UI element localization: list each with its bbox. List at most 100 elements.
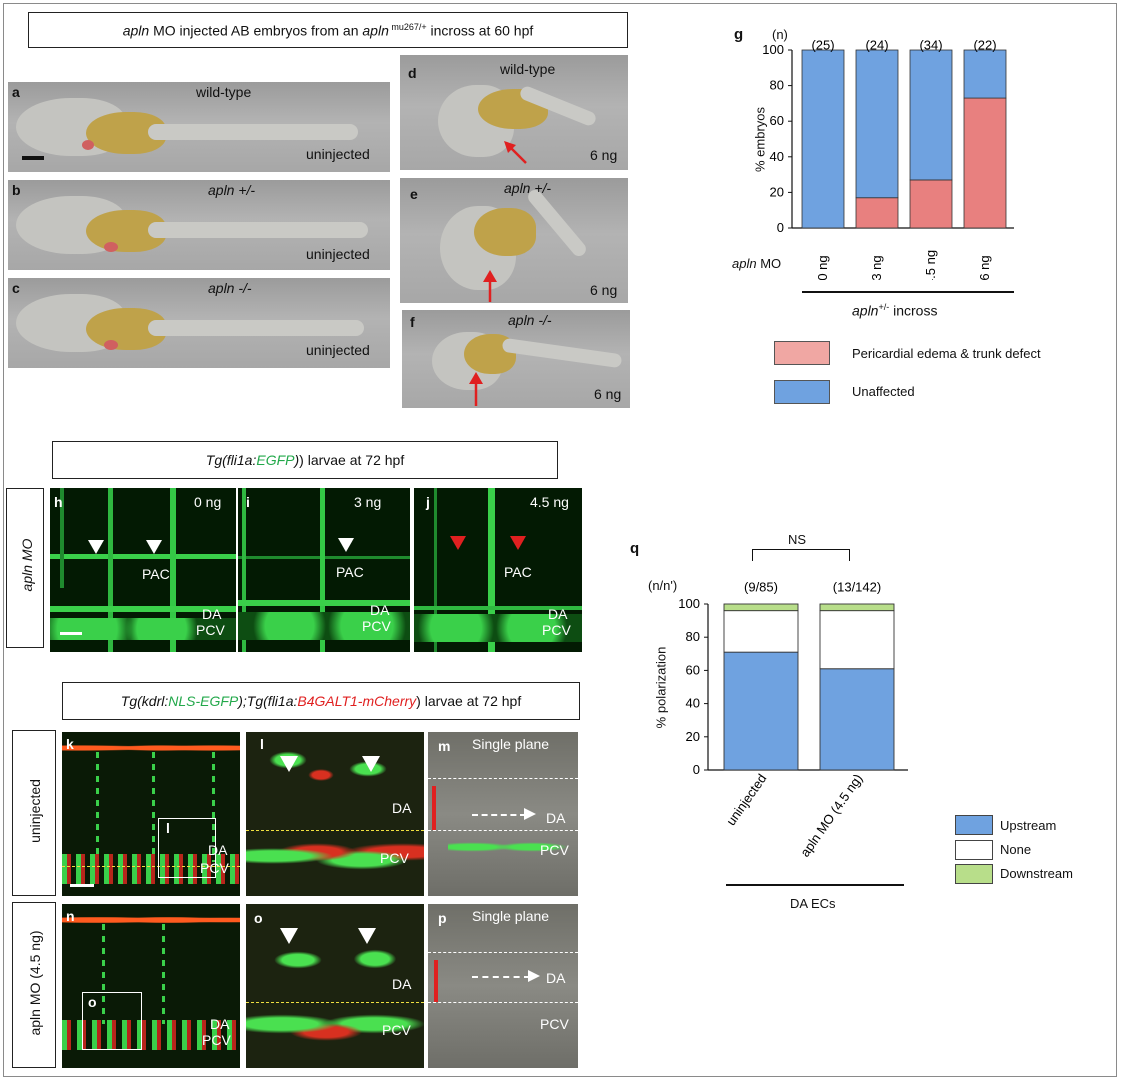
bar-upstream <box>723 651 799 771</box>
panel-m: m Single plane DA PCV <box>428 732 578 896</box>
panel-m-letter: m <box>438 738 451 754</box>
bar-none <box>723 610 799 653</box>
bar-downstream <box>819 603 895 612</box>
chart-g-group-label: apln+/- incross <box>852 302 938 319</box>
panel-o: o DA PCV <box>246 904 424 1068</box>
panel-c-condition: uninjected <box>306 342 370 358</box>
legend-label-unaffected: Unaffected <box>852 384 915 399</box>
y-tick-label: 100 <box>762 42 784 57</box>
y-tick-label: 80 <box>686 629 700 644</box>
count-label: (25) <box>811 40 834 53</box>
arrowhead-icon <box>146 540 162 554</box>
panel-d: d wild-type 6 ng <box>400 55 628 170</box>
count-label: (22) <box>973 40 996 53</box>
chart-q-sig-bracket <box>752 549 850 561</box>
panel-k-pcv: PCV <box>200 860 229 876</box>
panel-h: h 0 ng PAC DA PCV <box>50 488 236 652</box>
legend-swatch-edema <box>774 341 830 365</box>
panel-d-letter: d <box>408 65 417 81</box>
panel-k: l k DA PCV <box>62 732 240 896</box>
chart-g-letter: g <box>734 26 744 43</box>
panel-i-pcv: PCV <box>362 618 391 634</box>
panel-e-letter: e <box>410 186 418 202</box>
arrowhead-icon <box>280 928 298 944</box>
panel-a-genotype: wild-type <box>196 84 252 100</box>
y-tick-label: 60 <box>770 113 784 128</box>
legend-label-none: None <box>1000 842 1032 857</box>
panel-f-letter: f <box>410 314 415 330</box>
inset-box-l <box>158 818 216 878</box>
side-label-uninjected: uninjected <box>12 730 56 896</box>
legend-swatch-downstream <box>955 864 993 884</box>
arrow-icon <box>524 808 536 820</box>
panel-i-letter: i <box>246 494 250 510</box>
panel-i-pac: PAC <box>336 564 364 580</box>
legend-swatch-unaffected <box>774 380 830 404</box>
bar-unaffected <box>801 49 845 229</box>
chart-q-group-line <box>726 884 904 886</box>
chart-q-letter: q <box>630 540 640 557</box>
panel-n: o n DA PCV <box>62 904 240 1068</box>
bar-unaffected <box>855 49 899 199</box>
bar-unaffected <box>963 49 1007 99</box>
chart-g-group-line <box>802 291 1014 293</box>
panel-e-condition: 6 ng <box>590 282 618 298</box>
panel-p-pcv: PCV <box>540 1016 569 1032</box>
panel-a-condition: uninjected <box>306 146 370 162</box>
panel-b: b apln +/- uninjected <box>8 180 390 270</box>
x-tick-label: apln MO (4.5 ng) <box>797 771 865 860</box>
panel-o-letter: o <box>254 910 263 926</box>
arrowhead-icon <box>338 538 354 552</box>
bar-upstream <box>819 668 895 771</box>
panel-p: p Single plane DA PCV <box>428 904 578 1068</box>
panel-k-inset-letter: l <box>166 820 170 836</box>
kdrl-title: Tg(kdrl:NLS-EGFP);Tg(fli1a:B4GALT1-mCher… <box>62 682 580 720</box>
chart-q-n-label: (n/n') <box>648 578 678 593</box>
side-label-apln-mo-dose: apln MO (4.5 ng) <box>12 902 56 1068</box>
chart-g-n-label: (n) <box>772 27 788 42</box>
panel-j-da: DA <box>548 606 568 622</box>
panel-l-da: DA <box>392 800 412 816</box>
panel-c-genotype: apln -/- <box>208 280 252 296</box>
legend-label-edema: Pericardial edema & trunk defect <box>852 346 1041 361</box>
y-tick-label: 40 <box>770 149 784 164</box>
chart-g-xrow-label: apln MO <box>732 256 782 271</box>
legend-swatch-none <box>955 840 993 860</box>
bar-none <box>819 610 895 670</box>
x-tick-label: uninjected <box>723 771 769 828</box>
panel-b-condition: uninjected <box>306 246 370 262</box>
panel-b-genotype: apln +/- <box>208 182 256 198</box>
red-arrow-icon <box>504 141 527 164</box>
legend-label-downstream: Downstream <box>1000 866 1073 881</box>
inset-box-o <box>82 992 142 1050</box>
panel-m-pcv: PCV <box>540 842 569 858</box>
arrowhead-icon <box>280 756 298 772</box>
panel-p-da: DA <box>546 970 566 986</box>
y-tick-label: 20 <box>686 729 700 744</box>
arrowhead-icon <box>88 540 104 554</box>
arrowhead-icon <box>358 928 376 944</box>
panel-f-condition: 6 ng <box>594 386 622 402</box>
panel-a-letter: a <box>12 84 20 100</box>
panel-h-da: DA <box>202 606 222 622</box>
y-tick-label: 20 <box>770 184 784 199</box>
top-title: apln MO injected AB embryos from an apln… <box>28 12 628 48</box>
count-label: (24) <box>865 40 888 53</box>
panel-h-dose: 0 ng <box>194 494 222 510</box>
red-arrow-icon <box>483 270 497 302</box>
panel-p-title: Single plane <box>472 908 550 924</box>
arrow-icon <box>528 970 540 982</box>
y-tick-label: 0 <box>777 220 784 235</box>
panel-j: j 4.5 ng PAC DA PCV <box>414 488 582 652</box>
count-label: (13/142) <box>833 580 881 595</box>
panel-n-letter: n <box>66 908 75 924</box>
panel-d-genotype: wild-type <box>500 61 556 77</box>
panel-a: a wild-type uninjected <box>8 82 390 172</box>
panel-k-da: DA <box>208 842 228 858</box>
panel-i-dose: 3 ng <box>354 494 382 510</box>
panel-j-pac: PAC <box>504 564 532 580</box>
panel-c: c apln -/- uninjected <box>8 278 390 368</box>
panel-e: e apln +/- 6 ng <box>400 178 628 303</box>
chart-q-group-label: DA ECs <box>790 896 836 911</box>
